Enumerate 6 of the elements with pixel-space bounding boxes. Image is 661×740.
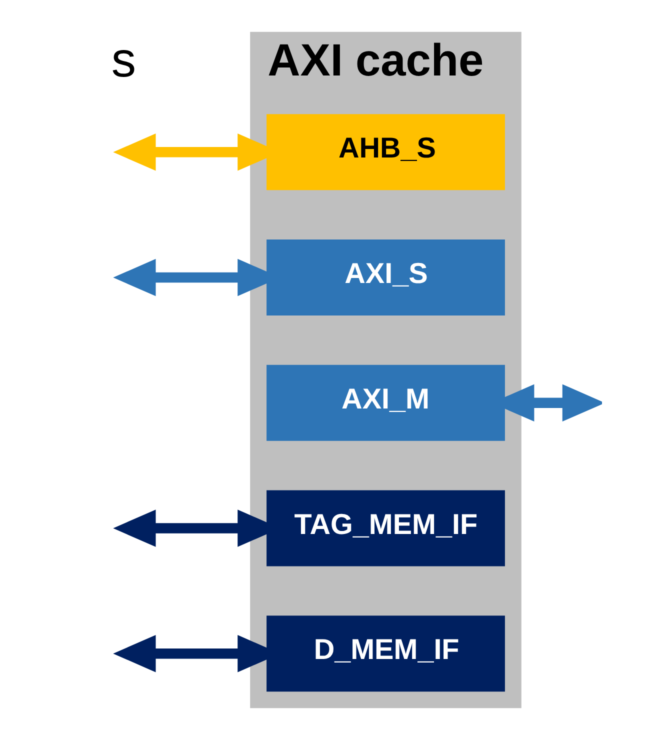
- node-box: D_MEM_IF: [266, 616, 504, 692]
- node-box: TAG_MEM_IF: [266, 490, 504, 566]
- node-box: AXI_S: [266, 240, 504, 316]
- label: s: [110, 32, 136, 88]
- node-box: AXI_M: [266, 364, 504, 441]
- node-box: AHB_S: [266, 114, 504, 190]
